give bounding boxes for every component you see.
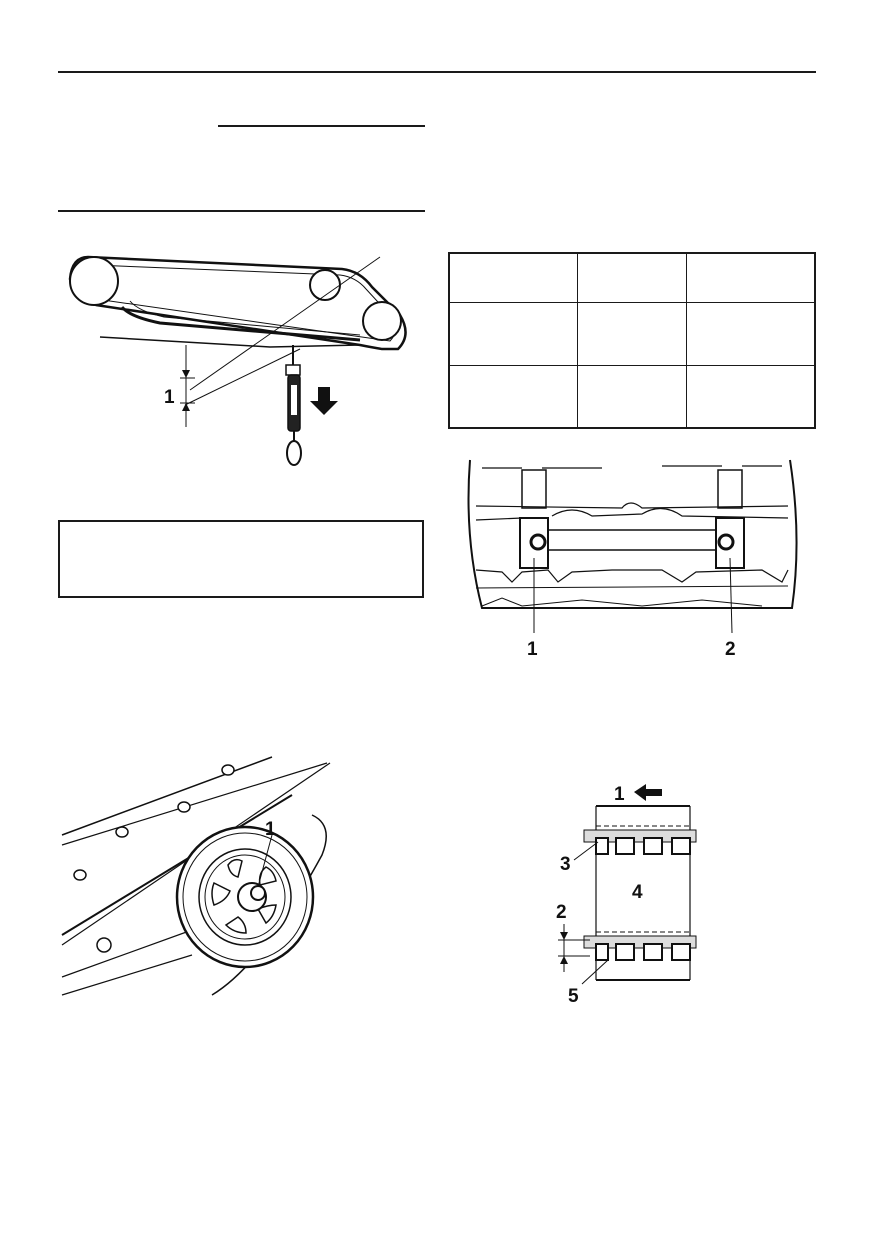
track-tension-figure: 1 xyxy=(68,255,407,466)
alignment-label-3: 3 xyxy=(560,854,571,875)
table-cell xyxy=(686,252,816,303)
adjuster-figure: 1 2 xyxy=(467,459,798,660)
subheading-underline xyxy=(218,125,425,127)
alignment-figure: 1 3 4 2 5 xyxy=(556,784,697,1007)
wheel-figure: 1 xyxy=(61,756,331,996)
section-divider xyxy=(58,210,425,212)
alignment-label-2: 2 xyxy=(556,902,567,923)
table-cell xyxy=(576,301,688,366)
table-cell xyxy=(686,301,816,366)
table-row xyxy=(448,252,816,303)
table-cell xyxy=(576,252,688,303)
alignment-label-5: 5 xyxy=(568,986,579,1007)
table-cell xyxy=(448,301,578,366)
alignment-label-1: 1 xyxy=(614,784,625,805)
note-box xyxy=(58,520,424,598)
table-cell xyxy=(448,252,578,303)
header-rule xyxy=(58,71,816,73)
table-cell xyxy=(686,364,816,429)
table-row xyxy=(448,301,816,366)
wheel-label-1: 1 xyxy=(265,819,276,840)
table-row xyxy=(448,364,816,429)
tension-label-1: 1 xyxy=(164,387,175,408)
alignment-label-4: 4 xyxy=(632,882,643,903)
adjuster-label-1: 1 xyxy=(527,639,538,660)
table-cell xyxy=(448,364,578,429)
adjuster-label-2: 2 xyxy=(725,639,736,660)
spec-table xyxy=(448,252,816,429)
table-cell xyxy=(576,364,688,429)
